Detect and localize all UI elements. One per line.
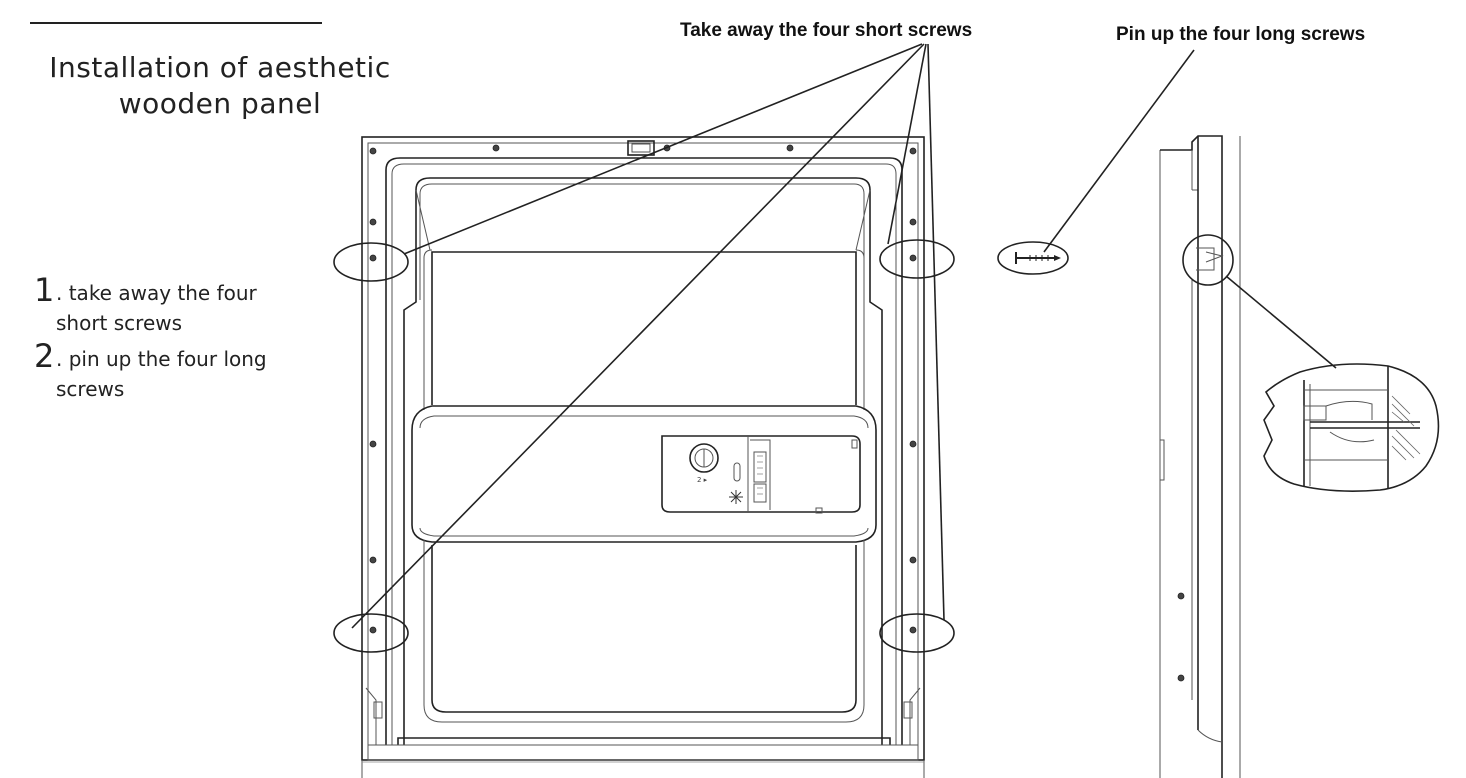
door-latch xyxy=(627,140,655,156)
enlarged-detail xyxy=(1263,363,1440,492)
callout-long-screws: Pin up the four long screws xyxy=(1116,24,1366,45)
detail-leader xyxy=(1225,275,1337,369)
title-line-2: wooden panel xyxy=(118,87,322,120)
long-screw-leader xyxy=(1043,49,1195,253)
middle-band xyxy=(411,405,877,543)
dispenser-panel: 2 ▸ xyxy=(661,435,861,514)
dial-knob-icon: 2 ▸ xyxy=(689,443,719,484)
long-screw-icon xyxy=(1015,252,1061,264)
step-1-text: . take away the four short screws xyxy=(56,281,257,335)
side-detail-circle xyxy=(1182,234,1234,286)
door-front-view: 2 ▸ xyxy=(333,136,955,778)
long-screw-group xyxy=(997,49,1195,275)
short-screw-top-left xyxy=(333,242,409,282)
step-1-number: 1 xyxy=(34,271,55,309)
frame-screws xyxy=(369,144,917,634)
instruction-steps: 1 . take away the four short screws 2 . … xyxy=(34,272,354,410)
door-side-view xyxy=(1159,135,1337,778)
svg-text:2 ▸: 2 ▸ xyxy=(697,476,708,484)
title-line-1: Installation of aesthetic xyxy=(49,51,391,84)
step-2: 2 . pin up the four long screws xyxy=(34,338,354,404)
short-screw-markers xyxy=(333,239,955,653)
step-2-number: 2 xyxy=(34,337,55,375)
page-title: Installation of aesthetic wooden panel xyxy=(30,50,410,122)
door-outer-frame xyxy=(361,136,925,761)
long-screw-marker xyxy=(997,241,1069,275)
short-screw-top-right xyxy=(879,239,955,279)
short-screw-leaders xyxy=(351,43,945,629)
callout-short-screws: Take away the four short screws xyxy=(680,20,973,41)
short-screw-bottom-left xyxy=(333,613,409,653)
hatch-pattern xyxy=(1391,395,1421,461)
header-rule xyxy=(30,22,322,24)
step-2-text: . pin up the four long screws xyxy=(56,347,267,401)
short-screw-bottom-right xyxy=(879,613,955,653)
rinse-aid-icon xyxy=(729,490,743,504)
step-1: 1 . take away the four short screws xyxy=(34,272,354,338)
